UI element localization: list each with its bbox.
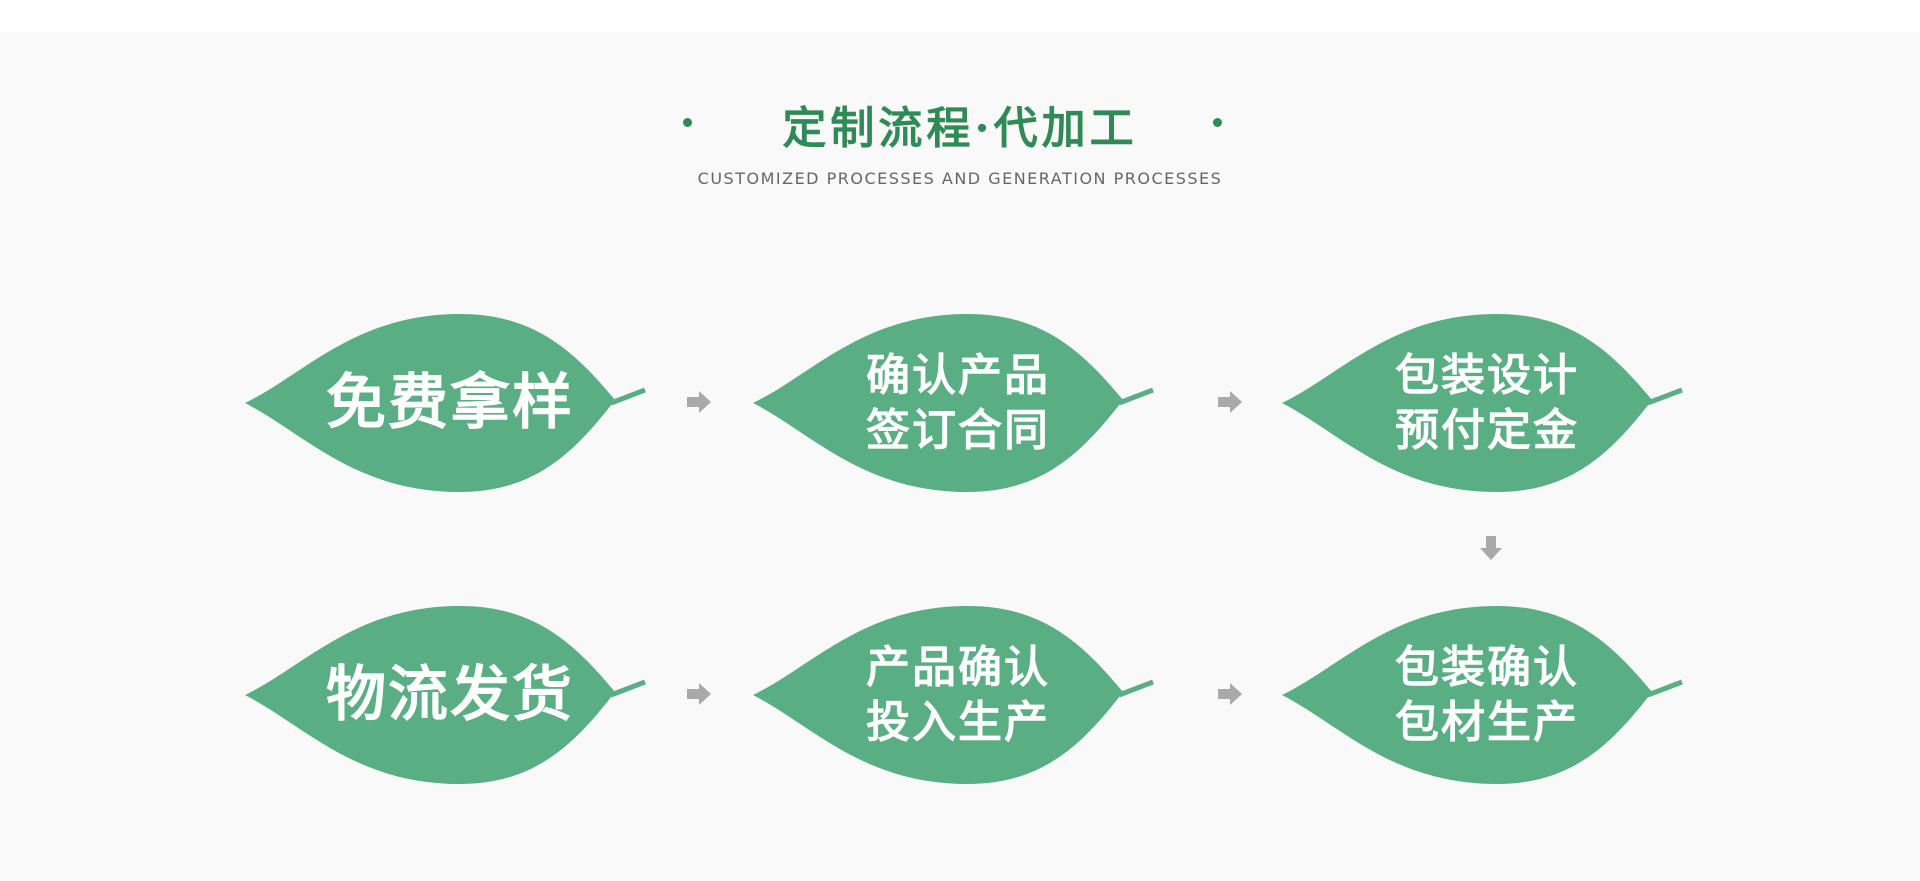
process-step-leaf: 包装确认包材生产 (1282, 604, 1684, 786)
process-step-leaf: 包装设计预付定金 (1282, 312, 1684, 494)
process-step-leaf: 免费拿样 (245, 312, 647, 494)
process-step-leaf: 物流发货 (245, 604, 647, 786)
step-label-line: 签订合同 (866, 405, 1050, 456)
step-label-line: 确认产品 (866, 350, 1050, 401)
arrow-right-icon (686, 390, 712, 418)
leaf-icon (753, 314, 1154, 492)
step-label-line: 包装设计 (1395, 350, 1579, 401)
section-subtitle: CUSTOMIZED PROCESSES AND GENERATION PROC… (697, 169, 1223, 188)
title-dot-left (683, 118, 692, 127)
title-dot-right (1213, 118, 1222, 127)
step-label: 包装确认包材生产 (1322, 604, 1652, 786)
section-title: 定制流程·代加工 (782, 103, 1138, 154)
step-label-line: 产品确认 (866, 642, 1050, 693)
arrow-right-icon (1217, 682, 1243, 710)
step-label: 包装设计预付定金 (1322, 312, 1652, 494)
arrow-right-icon (686, 682, 712, 710)
step-label-line: 免费拿样 (326, 367, 574, 438)
leaf-icon (245, 606, 646, 784)
step-label-line: 包装确认 (1395, 642, 1579, 693)
step-label-line: 物流发货 (326, 659, 574, 730)
process-step-leaf: 产品确认投入生产 (753, 604, 1155, 786)
leaf-icon (753, 606, 1154, 784)
arrow-right-icon (1217, 390, 1243, 418)
step-label: 产品确认投入生产 (793, 604, 1123, 786)
leaf-icon (245, 314, 646, 492)
step-label: 确认产品签订合同 (793, 312, 1123, 494)
step-label-line: 包材生产 (1395, 697, 1579, 748)
step-label: 物流发货 (285, 604, 615, 786)
step-label-line: 预付定金 (1395, 405, 1579, 456)
step-label-line: 投入生产 (866, 697, 1050, 748)
step-label: 免费拿样 (285, 312, 615, 494)
arrow-down-icon (1478, 536, 1504, 564)
leaf-icon (1282, 314, 1683, 492)
process-step-leaf: 确认产品签订合同 (753, 312, 1155, 494)
leaf-icon (1282, 606, 1683, 784)
